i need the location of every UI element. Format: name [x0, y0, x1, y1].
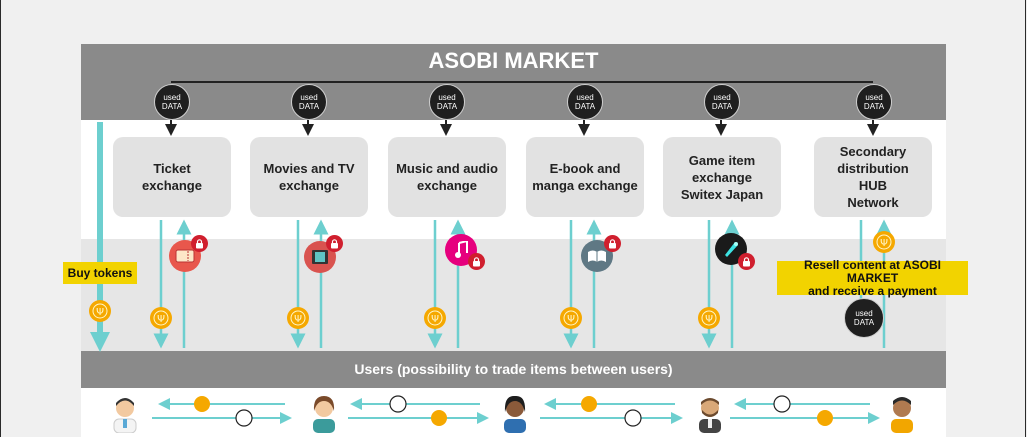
user-avatar-icon [113, 398, 137, 433]
users-band [81, 351, 946, 388]
resell-label: Resell content at ASOBI MARKET and recei… [777, 258, 968, 297]
used-data-bubble: used DATA [154, 84, 190, 120]
exchange-box-game: Game item exchange Switex Japan [663, 137, 781, 217]
exchange-box-ebook: E-book and manga exchange [526, 137, 644, 217]
svg-text:Ψ: Ψ [431, 314, 439, 325]
page-title: ASOBI MARKET [428, 48, 599, 73]
svg-text:Ψ: Ψ [880, 238, 888, 249]
used-data-bubble: used DATA [291, 84, 327, 120]
user-avatar-icon [699, 398, 721, 433]
data-down-arrows [165, 118, 879, 136]
token-coins: Ψ Ψ Ψ Ψ Ψ Ψ Ψ [89, 231, 895, 329]
user-avatar-icon [313, 396, 335, 433]
used-data-bubble: used DATA [567, 84, 603, 120]
exchange-box-movies: Movies and TV exchange [250, 137, 368, 217]
exchange-box-secondary: Secondary distribution HUB Network [814, 137, 932, 217]
svg-text:Ψ: Ψ [705, 314, 713, 325]
svg-text:Ψ: Ψ [567, 314, 575, 325]
token-flow-band [81, 239, 946, 351]
used-data-bubble: used DATA [704, 84, 740, 120]
user-avatar-icon [891, 397, 913, 433]
user-avatar-icon [504, 395, 526, 433]
user-trade-arrows [152, 398, 880, 424]
used-data-bubble: used DATA [856, 84, 892, 120]
used-data-bubble: used DATA [429, 84, 465, 120]
user-trade-tokens [194, 395, 833, 427]
exchange-box-music: Music and audio exchange [388, 137, 506, 217]
left-frame-edge [0, 0, 1, 437]
exchange-flow-arrows [153, 219, 892, 349]
exchange-box-ticket: Ticket exchange [113, 137, 231, 217]
lock-icon [191, 235, 208, 252]
buy-tokens-label: Buy tokens [63, 262, 137, 284]
lock-icon [738, 253, 755, 270]
svg-text:Ψ: Ψ [157, 314, 165, 325]
users-label: Users (possibility to trade items betwee… [354, 361, 673, 377]
right-frame-edge [1025, 0, 1026, 437]
lock-icon [326, 235, 343, 252]
used-data-bubble-resell: used DATA [844, 298, 884, 338]
lock-icon [468, 253, 485, 270]
svg-text:Ψ: Ψ [96, 307, 104, 318]
svg-text:Ψ: Ψ [294, 314, 302, 325]
lock-icon [604, 235, 621, 252]
